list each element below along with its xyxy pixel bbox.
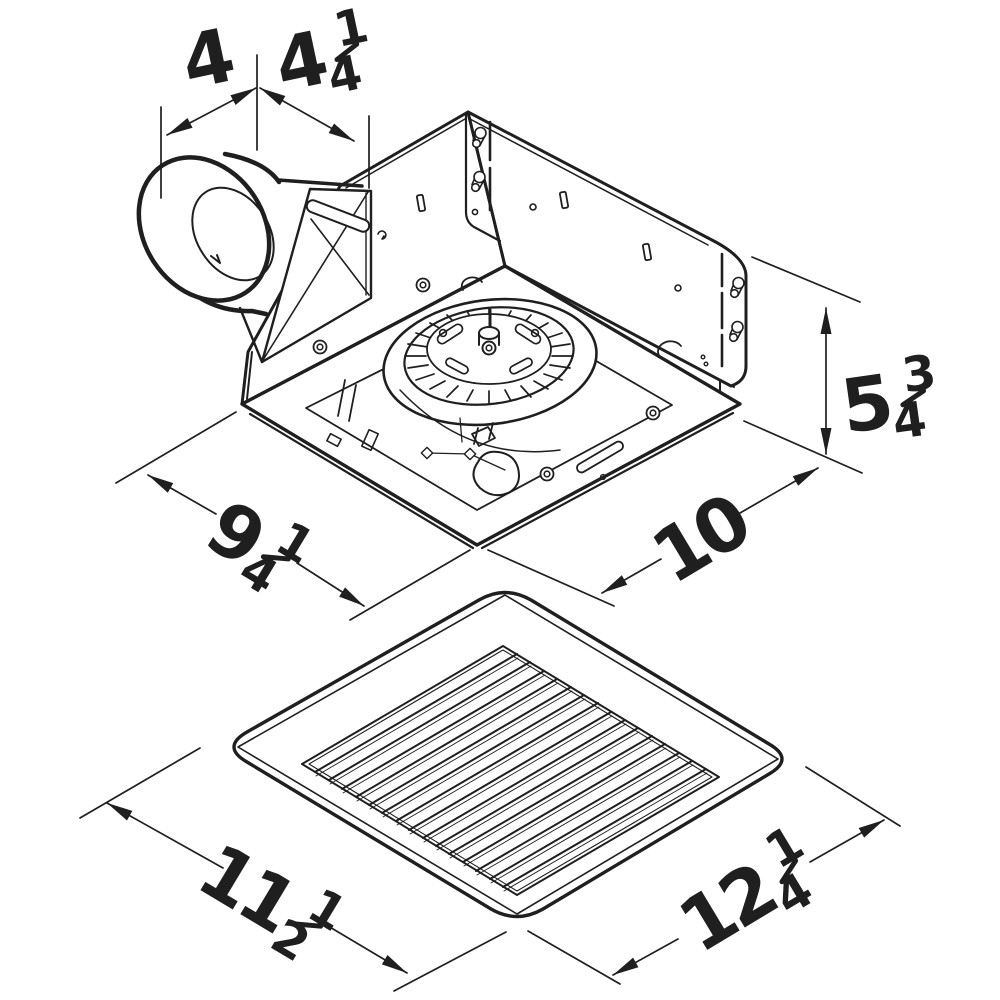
bearing-cap — [481, 340, 497, 356]
panel-slot — [415, 193, 427, 213]
duct-crimp-tab — [305, 199, 371, 233]
dim-value: 5 — [835, 359, 895, 451]
funnel-bottom-edge — [238, 306, 264, 364]
rim-hole — [599, 473, 607, 481]
extension-line-height-top — [751, 256, 861, 303]
mount-bracket-bars — [337, 379, 357, 422]
dimension-lines — [79, 54, 901, 992]
screw-boss — [415, 277, 431, 293]
plate-vent-slot — [514, 323, 542, 345]
duct-transition-funnel — [238, 178, 373, 364]
wire-connector — [463, 447, 477, 461]
bracket-foot — [360, 428, 380, 452]
pilot-hole — [703, 361, 709, 367]
panel-slot — [641, 242, 653, 262]
rim-thickness-edge — [248, 411, 735, 550]
bracket-foot — [326, 432, 342, 448]
left-panel-fold — [246, 351, 253, 400]
dim-label-housing-height: 5 3 4 — [835, 344, 940, 452]
dim-line-housing-depth-a — [147, 474, 217, 515]
duct-collar — [136, 151, 282, 317]
bracket-prongs — [473, 422, 494, 445]
dim-line-grille-depth-a — [106, 802, 224, 869]
bracket-clip — [471, 426, 496, 447]
extension-line-grille-depth-left — [79, 747, 201, 819]
right-panel-face — [466, 110, 748, 388]
dim-fraction: 1 4 — [322, 0, 374, 107]
wire — [459, 417, 463, 443]
grille-bevel-edge — [237, 594, 779, 915]
dim-line-duct-diameter — [166, 87, 257, 136]
motor-bracket — [399, 389, 561, 497]
dim-line-housing-width-a — [601, 558, 662, 594]
extension-line-grille-width-right — [805, 766, 901, 827]
dim-line-housing-depth-b — [296, 562, 365, 607]
grille-louver-shadows — [315, 657, 708, 892]
dim-line-duct-offset — [259, 87, 355, 142]
dim-line-grille-depth-b — [322, 922, 408, 974]
plate-vent-slot — [445, 357, 469, 375]
rim-tab-cutout — [657, 340, 682, 358]
extension-line-grille-width-left — [527, 930, 621, 985]
dim-line-housing-width-b — [739, 467, 819, 514]
dim-label-duct-offset: 4 1 4 — [268, 0, 374, 109]
plate-screw — [530, 328, 540, 338]
shaft-top — [478, 326, 500, 340]
funnel-top-edge — [276, 178, 364, 188]
louver-panel-frame-inner — [308, 649, 713, 892]
right-panel-top-edge-inner — [469, 118, 709, 246]
extension-line-depth-right — [349, 549, 471, 621]
dim-line-grille-width-a — [612, 938, 679, 976]
motor-hub — [472, 450, 520, 497]
screw-boss — [312, 339, 328, 355]
collar-face — [136, 155, 272, 303]
screw-boss — [645, 405, 661, 421]
housing-right-panel — [415, 110, 748, 393]
dim-fraction: 3 4 — [889, 344, 940, 452]
extension-line-height-bottom — [743, 420, 863, 474]
grille-louvers — [314, 653, 707, 888]
pilot-hole — [674, 284, 682, 292]
fan-unit — [136, 110, 748, 550]
left-panel-top-edge-inner — [345, 118, 466, 189]
wire-connector — [420, 446, 434, 460]
collar-opening — [191, 186, 275, 282]
panel-slot — [558, 190, 570, 210]
damper-tip — [210, 254, 221, 264]
extension-line-grille-depth-right — [393, 931, 507, 992]
panel-hole — [377, 230, 387, 240]
blower-assembly — [382, 297, 598, 427]
pilot-hole — [529, 203, 537, 211]
funnel-fold-line — [310, 218, 370, 296]
collar-body-top — [222, 151, 282, 185]
louver-panel-frame — [301, 645, 720, 896]
dim-line-grille-width-b — [809, 819, 885, 863]
plate-vent-slot — [509, 357, 533, 375]
rim-slot — [576, 440, 624, 474]
left-mounting-flange-fold — [464, 112, 502, 243]
pilot-hole — [471, 208, 479, 216]
extension-line-depth-left — [115, 411, 237, 484]
extension-line-width-left — [487, 549, 615, 607]
screw-boss — [539, 466, 555, 482]
grille-cover — [232, 590, 784, 919]
shaft-sides — [478, 332, 500, 346]
bearing-center — [485, 344, 493, 352]
right-flange-notch — [719, 379, 735, 393]
plate-vent-slot — [436, 323, 464, 345]
rim-tab-cutout — [460, 276, 483, 291]
plate-screw — [438, 328, 448, 338]
pilot-hole — [700, 354, 706, 360]
